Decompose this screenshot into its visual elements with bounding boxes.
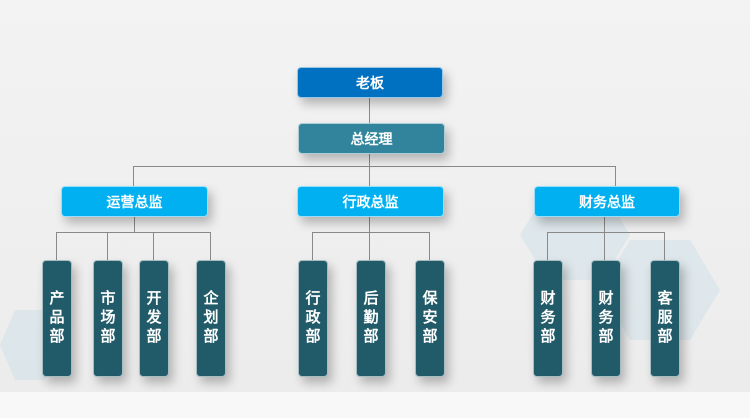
node-department: 后勤部 bbox=[356, 260, 386, 377]
node-general-manager: 总经理 bbox=[298, 123, 445, 154]
node-operations-director: 运营总监 bbox=[61, 186, 208, 217]
node-department: 财务部 bbox=[591, 260, 621, 377]
connector-line bbox=[604, 215, 605, 260]
node-department: 保安部 bbox=[415, 260, 445, 377]
node-boss: 老板 bbox=[297, 67, 443, 98]
connector-line bbox=[133, 166, 134, 186]
node-admin-director: 行政总监 bbox=[297, 186, 444, 217]
connector-line bbox=[547, 232, 548, 260]
node-department: 财务部 bbox=[533, 260, 563, 377]
connector-line bbox=[429, 232, 430, 260]
footer-strip bbox=[0, 392, 750, 418]
connector-line bbox=[312, 232, 430, 233]
node-department: 市场部 bbox=[93, 260, 123, 377]
connector-line bbox=[56, 232, 57, 260]
connector-line bbox=[547, 232, 665, 233]
node-finance-director: 财务总监 bbox=[534, 186, 680, 217]
connector-line bbox=[312, 232, 313, 260]
connector-line bbox=[56, 232, 211, 233]
node-department: 产品部 bbox=[42, 260, 72, 377]
connector-line bbox=[210, 232, 211, 260]
node-department: 客服部 bbox=[650, 260, 680, 377]
connector-line bbox=[664, 232, 665, 260]
connector-line bbox=[133, 166, 616, 167]
connector-line bbox=[153, 232, 154, 260]
connector-line bbox=[134, 215, 135, 232]
connector-line bbox=[615, 166, 616, 186]
node-department: 开发部 bbox=[139, 260, 169, 377]
node-department: 企划部 bbox=[196, 260, 226, 377]
node-department: 行政部 bbox=[298, 260, 328, 377]
connector-line bbox=[369, 215, 370, 260]
connector-line bbox=[107, 232, 108, 260]
